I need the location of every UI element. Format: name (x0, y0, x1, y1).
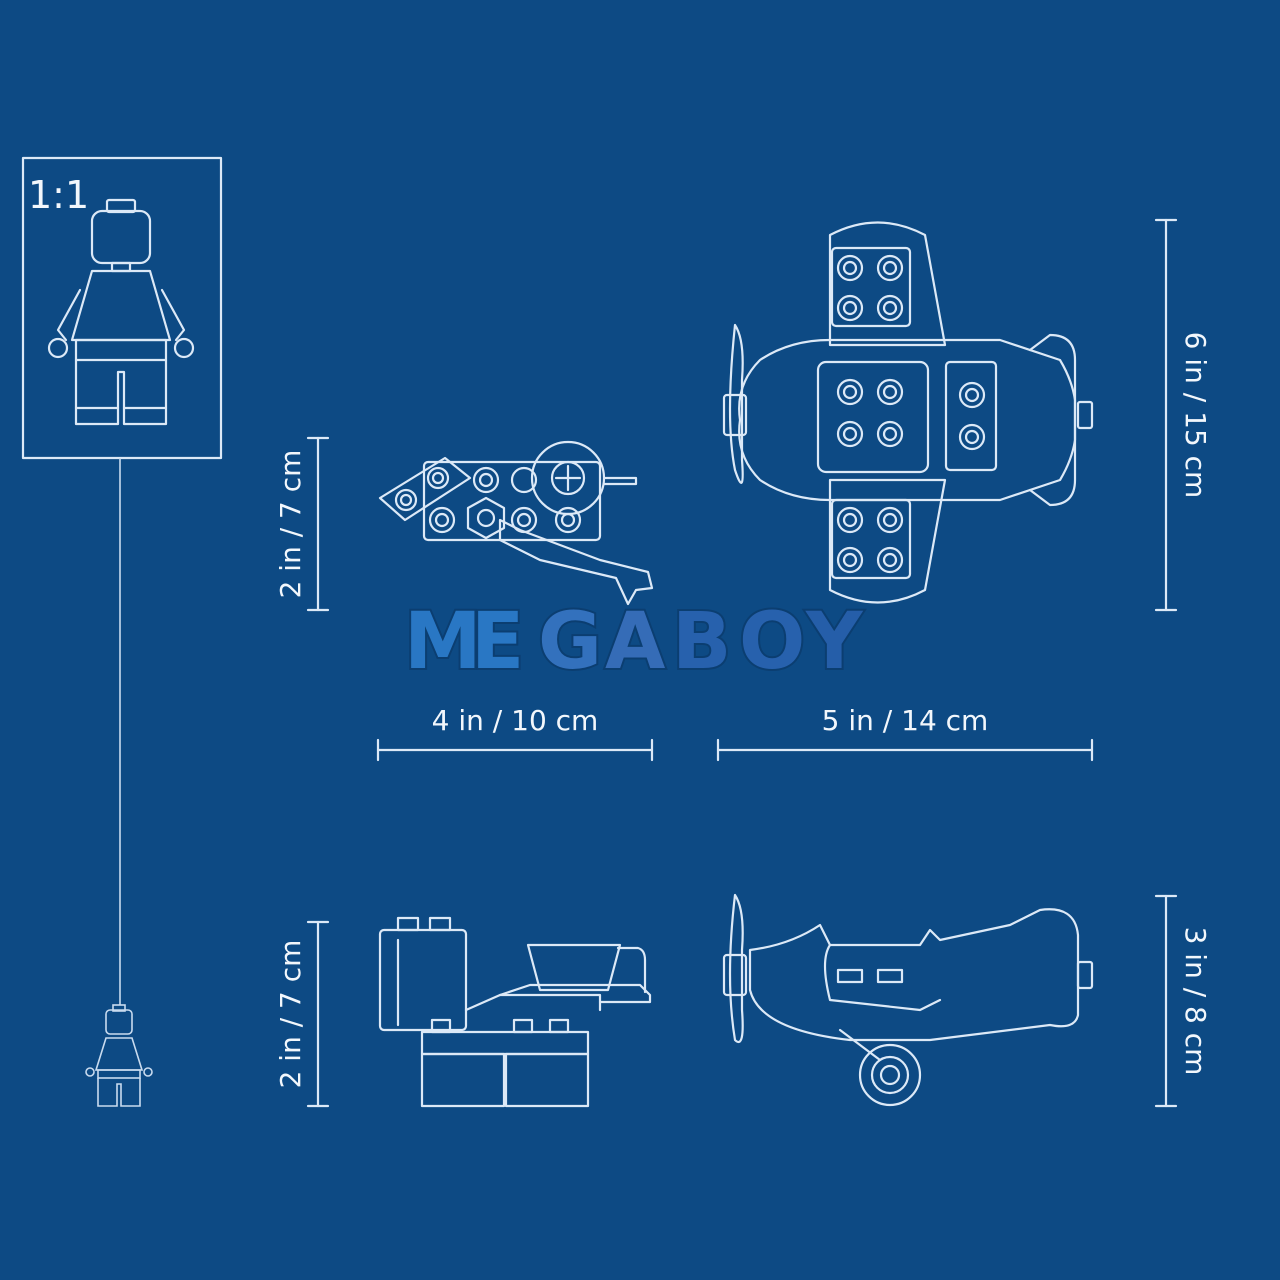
watermark-letter: M (404, 597, 484, 687)
scale-panel: 1:1 (21, 156, 223, 1107)
watermark-letter: A (605, 597, 667, 687)
label-plane-side-height: 3 in / 8 cm (1179, 927, 1212, 1076)
small-model-top-view (378, 440, 654, 606)
watermark-letter: Y (805, 597, 864, 687)
watermark-letter: O (739, 597, 807, 687)
minifigure-small-icon (85, 1004, 153, 1107)
dimension-lines (306, 218, 1178, 1108)
plane-top-view (722, 221, 1094, 604)
label-small-height: 2 in / 7 cm (274, 450, 307, 599)
watermark-letter: B (672, 597, 733, 687)
label-small-width: 4 in / 10 cm (432, 704, 599, 737)
label-plane-width: 5 in / 14 cm (822, 704, 989, 737)
watermark-letter: E (471, 597, 526, 687)
watermark-letter: G (538, 597, 604, 687)
minifigure-large-icon (47, 198, 195, 426)
plane-top-studs (836, 254, 986, 574)
label-plane-height: 6 in / 15 cm (1179, 332, 1212, 499)
small-model-side-view (378, 916, 652, 1108)
plane-side-view (722, 893, 1094, 1107)
label-small-side-height: 2 in / 7 cm (274, 940, 307, 1089)
scale-label: 1:1 (28, 173, 89, 217)
